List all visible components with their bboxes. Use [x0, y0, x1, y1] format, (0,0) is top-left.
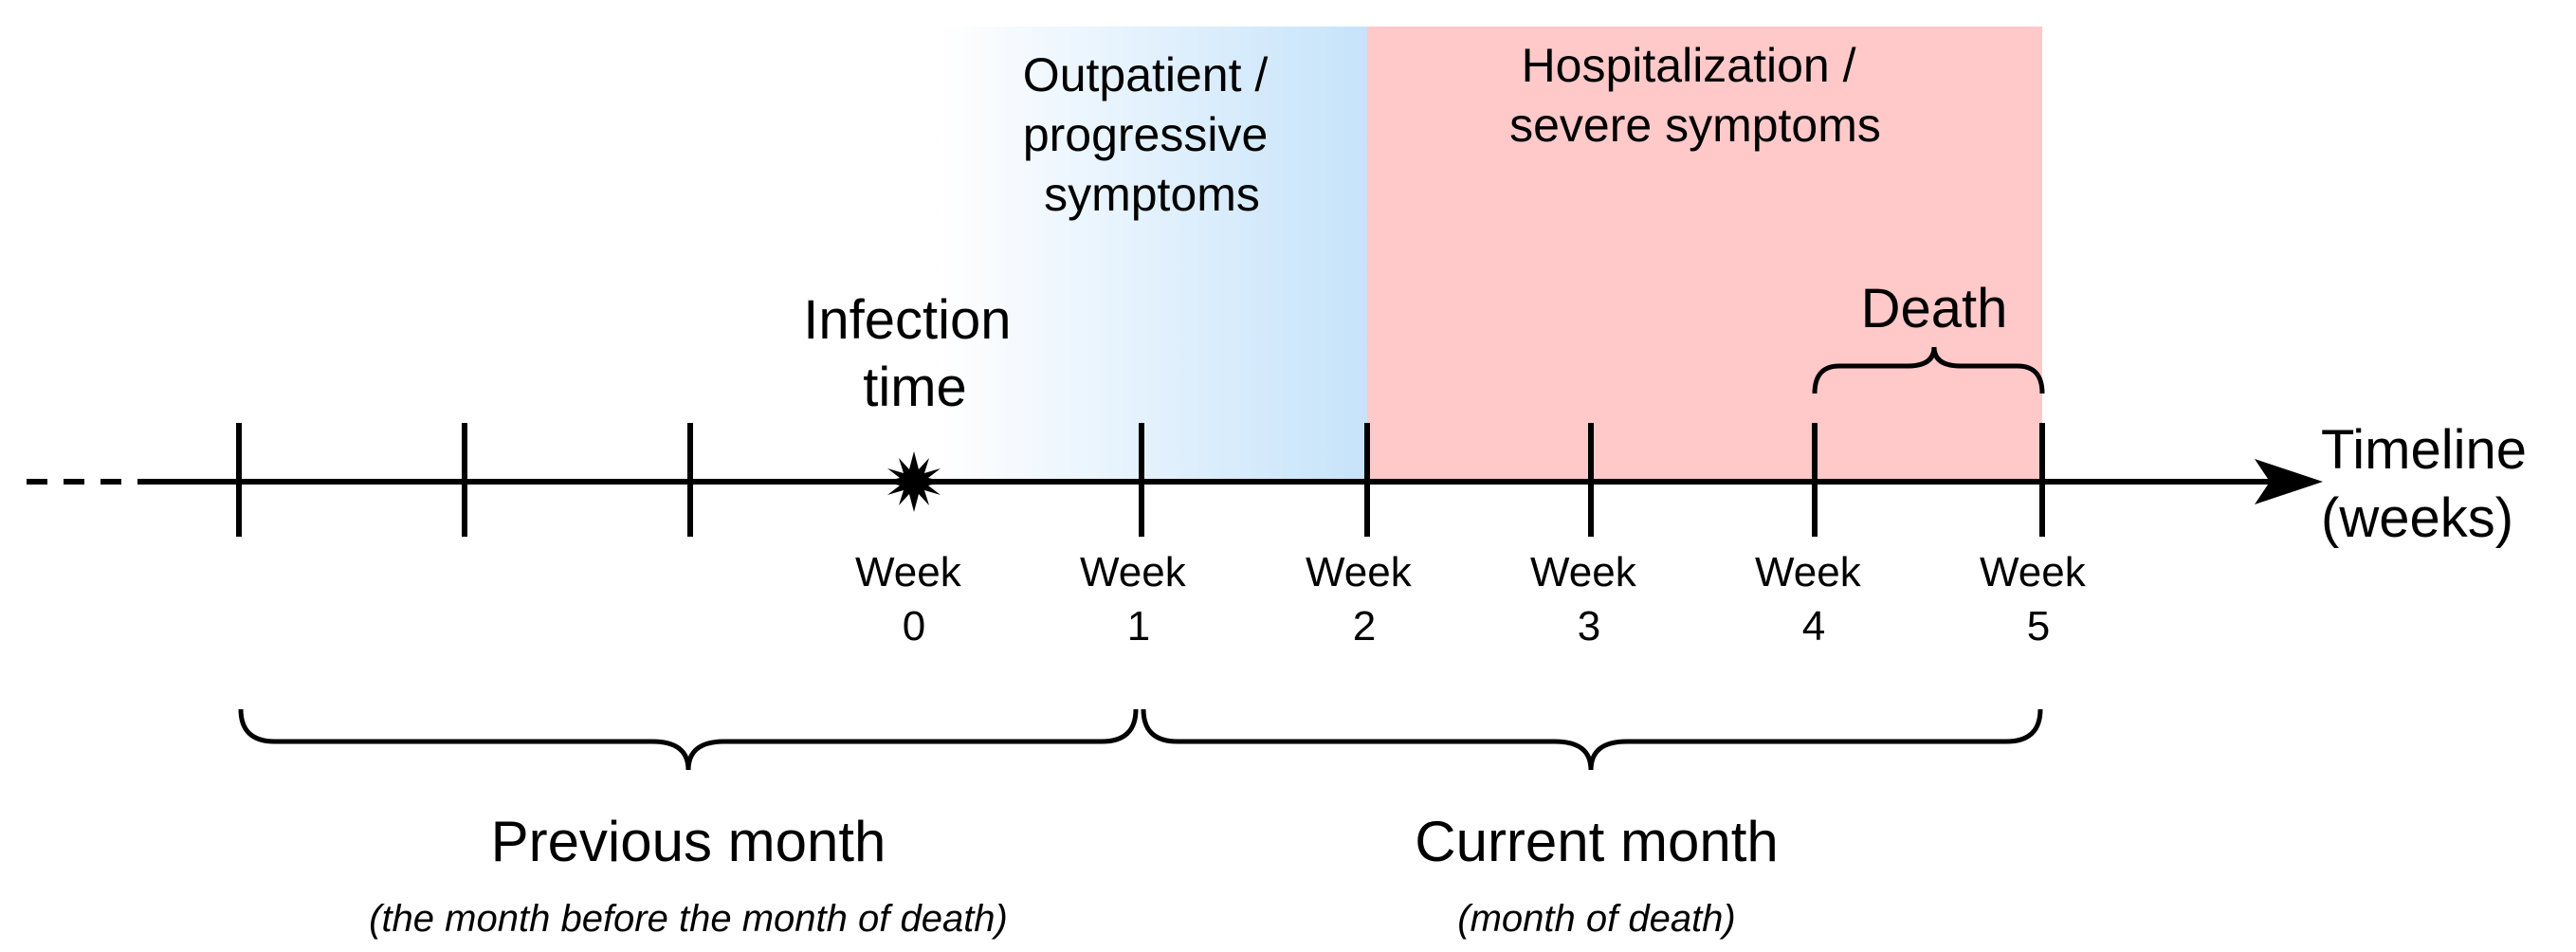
- previous-month-subtitle: (the month before the month of death): [369, 898, 1008, 940]
- hospitalization-phase-label: Hospitalization / severe symptoms: [1509, 39, 1881, 152]
- previous-month-brace: [238, 708, 1139, 771]
- week-4-label: Week 4: [1755, 549, 1873, 650]
- hospitalization-label-line-2: severe symptoms: [1509, 99, 1881, 152]
- current-month-subtitle: (month of death): [1457, 898, 1736, 940]
- infection-label-line-2: time: [863, 357, 967, 418]
- week-0-label: Week 0: [855, 549, 973, 650]
- previous-month-title: Previous month: [491, 810, 886, 873]
- death-bracket: [1812, 346, 2045, 394]
- timeline-label: Timeline (weeks): [2321, 419, 2542, 549]
- week-2-label: Week 2: [1306, 549, 1423, 650]
- arrowhead-icon: [2255, 459, 2323, 504]
- current-month-brace: [1141, 708, 2043, 771]
- outpatient-phase-region: [939, 27, 1367, 482]
- timeline-label-line-1: Timeline: [2321, 419, 2527, 481]
- outpatient-label-line-3: symptoms: [1044, 168, 1260, 221]
- infection-time-label: Infection time: [803, 289, 1026, 418]
- hospitalization-phase-region: [1367, 27, 2042, 482]
- week-3-label: Week 3: [1530, 549, 1648, 650]
- timeline-label-line-2: (weeks): [2321, 487, 2513, 549]
- hospitalization-label-line-1: Hospitalization /: [1522, 39, 1856, 92]
- outpatient-phase-label: Outpatient / progressive symptoms: [1023, 48, 1281, 221]
- week-1-label: Week 1: [1080, 549, 1197, 650]
- death-label: Death: [1861, 278, 2008, 339]
- week-5-label: Week 5: [1980, 549, 2097, 650]
- starburst-icon: [884, 451, 944, 512]
- outpatient-label-line-2: progressive: [1023, 108, 1268, 161]
- infection-label-line-1: Infection: [803, 289, 1011, 351]
- current-month-title: Current month: [1415, 810, 1779, 873]
- outpatient-label-line-1: Outpatient /: [1023, 48, 1269, 101]
